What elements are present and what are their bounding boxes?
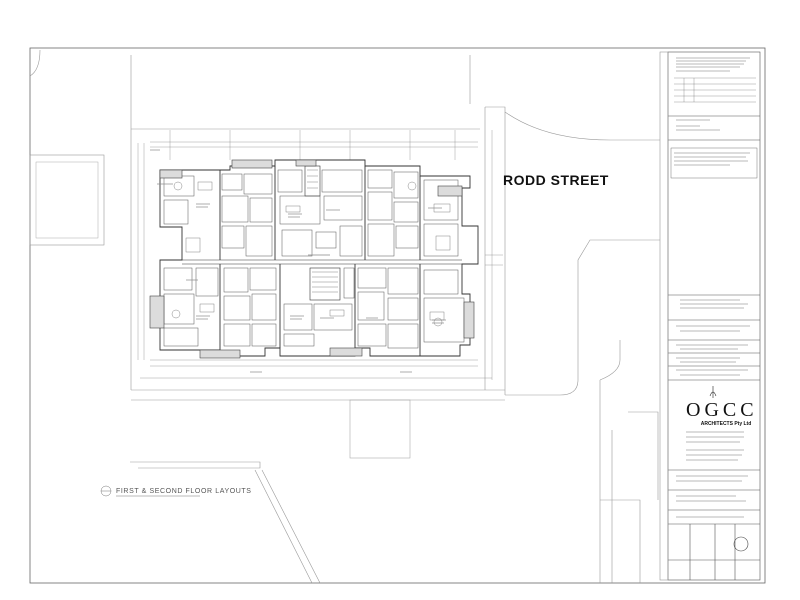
fixtures	[171, 181, 451, 327]
sheet-border	[29, 47, 766, 584]
architect-logo: OGCC	[686, 399, 758, 421]
floor-plan	[159, 159, 479, 357]
plan-annotation-marks	[150, 149, 446, 373]
dimension-lines	[137, 130, 503, 380]
rooms-bottom	[163, 267, 465, 349]
title-block	[659, 51, 761, 581]
street-name-label: RODD STREET	[503, 172, 609, 188]
architect-firm-name: ARCHITECTS Pty Ltd	[700, 421, 752, 427]
layout-marker	[100, 485, 200, 497]
balconies	[149, 159, 475, 359]
rooms-top	[163, 169, 459, 257]
title-block-text-marks	[674, 57, 750, 518]
site-context	[29, 49, 660, 584]
drawing-title-label: FIRST & SECOND FLOOR LAYOUTS	[116, 488, 252, 495]
